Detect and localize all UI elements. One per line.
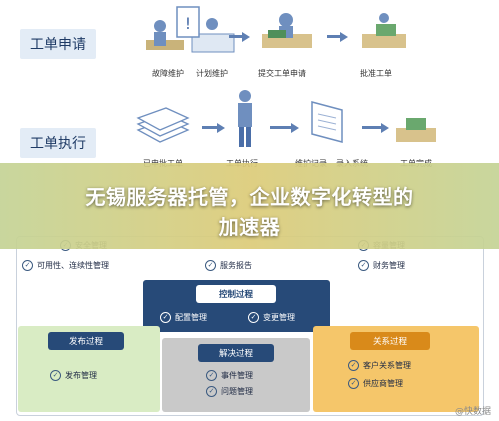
document-warning-icon: ! (176, 6, 200, 38)
step-label-approve: 批准工单 (360, 69, 392, 78)
relation-process-title: 关系过程 (350, 332, 430, 350)
release-process-title: 发布过程 (48, 332, 124, 350)
arrow-3 (202, 123, 225, 133)
worker-icon (238, 90, 252, 147)
maintenance-people-icon (146, 18, 235, 53)
check-icon: ✓ (206, 370, 217, 381)
svg-text:!: ! (185, 14, 191, 33)
submit-order-icon (262, 13, 312, 48)
completed-order-icon (396, 118, 436, 142)
title-banner (0, 163, 499, 249)
banner-title-line1: 无锡服务器托管，企业数字化转型的 (85, 185, 414, 209)
section-label-order: 工单申请 (20, 29, 96, 59)
item-change: ✓ 变更管理 (248, 312, 295, 323)
control-process-title: 控制过程 (196, 285, 276, 303)
document-stack-icon (136, 107, 190, 143)
check-icon: ✓ (160, 312, 171, 323)
check-icon: ✓ (248, 312, 259, 323)
banner-title-line2: 加速器 (218, 215, 281, 239)
resolve-process-title: 解决过程 (198, 344, 274, 362)
item-config: ✓ 配置管理 (160, 312, 207, 323)
watermark: @快数据 (454, 407, 491, 417)
item-incident: ✓ 事件管理 (206, 370, 253, 381)
check-icon: ✓ (206, 386, 217, 397)
step-label-plan: 计划维护 (196, 69, 228, 78)
check-icon: ✓ (358, 260, 369, 271)
step-label-submit: 提交工单申请 (258, 69, 306, 78)
arrow-4 (270, 123, 299, 133)
arrow-5 (362, 123, 389, 133)
item-availability: ✓ 可用性、连续性管理 (22, 260, 109, 271)
step-label-fault: 故障维护 (152, 69, 184, 78)
check-icon: ✓ (205, 260, 216, 271)
item-service-report: ✓ 服务报告 (205, 260, 252, 271)
record-document-icon (311, 101, 343, 143)
check-icon: ✓ (348, 360, 359, 371)
arrow-1 (229, 32, 250, 42)
item-customer-relation: ✓ 客户关系管理 (348, 360, 411, 371)
approve-order-icon (362, 13, 406, 48)
item-release: ✓ 发布管理 (50, 370, 97, 381)
section-label-execute: 工单执行 (20, 128, 96, 158)
check-icon: ✓ (22, 260, 33, 271)
item-finance: ✓ 财务管理 (358, 260, 405, 271)
check-icon: ✓ (50, 370, 61, 381)
check-icon: ✓ (348, 378, 359, 389)
arrow-2 (327, 32, 348, 42)
item-supplier: ✓ 供应商管理 (348, 378, 403, 389)
item-problem: ✓ 问题管理 (206, 386, 253, 397)
